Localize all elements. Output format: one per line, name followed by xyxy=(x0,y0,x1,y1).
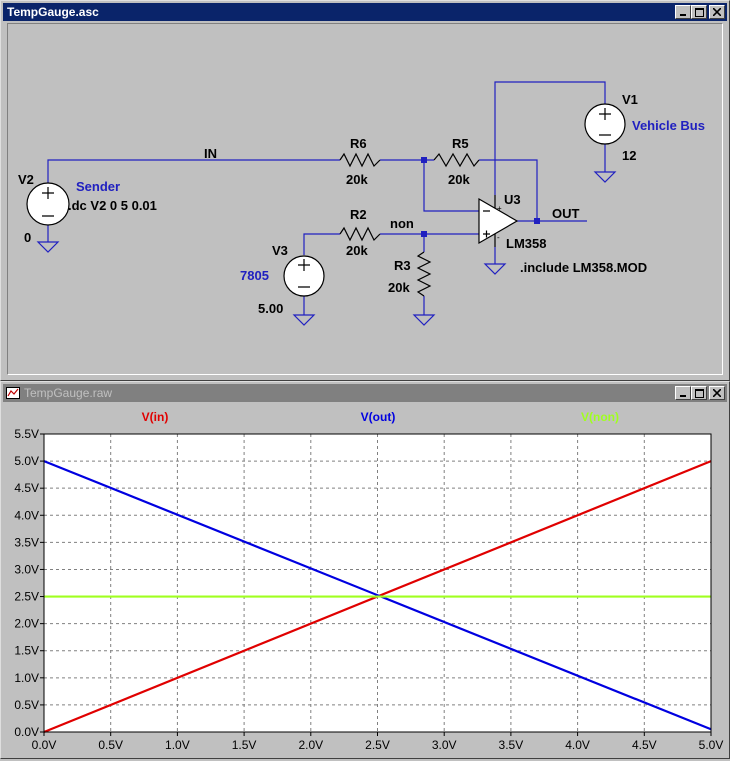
label-r2: R2 xyxy=(350,207,367,222)
schematic-canvas[interactable]: + - V2 .dc V2 0 5 0.01 0 IN R6 20k R5 20… xyxy=(7,23,723,375)
y-tick-label: 5.0V xyxy=(14,454,39,468)
legend-vout: V(out) xyxy=(361,410,396,424)
close-icon xyxy=(713,389,721,397)
svg-text:-: - xyxy=(497,233,500,242)
x-tick-label: 4.0V xyxy=(565,738,590,752)
label-include[interactable]: .include LM358.MOD xyxy=(520,260,647,275)
waveform-window: TempGauge.raw 0.0V 0.5V 1.0V 1.5V 2.0V 2.5V 3.… xyxy=(0,381,730,759)
resistor-r6[interactable] xyxy=(339,152,381,168)
maximize-button[interactable] xyxy=(691,5,707,19)
minimize-button[interactable] xyxy=(675,386,691,400)
minimize-icon xyxy=(680,14,686,16)
label-r3: R3 xyxy=(394,258,411,273)
label-r2-value: 20k xyxy=(346,243,368,258)
junction-dots xyxy=(421,157,540,237)
opamp-u3[interactable]: + - xyxy=(478,195,519,247)
resistor-r2[interactable] xyxy=(339,226,381,242)
schematic-window: TempGauge.asc xyxy=(0,0,730,381)
y-tick-label: 1.5V xyxy=(14,644,39,658)
label-lm358: LM358 xyxy=(506,236,546,251)
maximize-button[interactable] xyxy=(691,386,707,400)
close-icon xyxy=(713,8,721,16)
y-tick-label: 3.5V xyxy=(14,535,39,549)
schematic-title: TempGauge.asc xyxy=(7,5,99,19)
maximize-icon xyxy=(694,7,704,17)
ground-symbol xyxy=(412,314,436,326)
wires xyxy=(47,81,606,315)
label-v3: V3 xyxy=(272,243,288,258)
net-label-out[interactable]: OUT xyxy=(552,206,580,221)
close-button[interactable] xyxy=(709,5,725,19)
net-label-non[interactable]: non xyxy=(390,216,414,231)
y-tick-label: 2.0V xyxy=(14,617,39,631)
minimize-button[interactable] xyxy=(675,5,691,19)
x-tick-label: 2.5V xyxy=(365,738,390,752)
legend-vin: V(in) xyxy=(142,410,169,424)
label-v1-value: 12 xyxy=(622,148,636,163)
ground-symbol xyxy=(292,314,316,326)
label-vehicle-bus: Vehicle Bus xyxy=(632,118,705,133)
x-tick-label: 3.5V xyxy=(499,738,524,752)
resistor-r5[interactable] xyxy=(433,152,480,168)
waveform-app-icon xyxy=(5,385,21,401)
y-tick-label: 3.0V xyxy=(14,562,39,576)
y-tick-label: 0.5V xyxy=(14,698,39,712)
label-r6: R6 xyxy=(350,136,367,151)
minimize-icon xyxy=(680,395,686,397)
label-dc-command[interactable]: .dc V2 0 5 0.01 xyxy=(68,198,157,213)
x-tick-label: 0.0V xyxy=(32,738,57,752)
ground-symbol xyxy=(593,171,617,183)
waveform-titlebar[interactable]: TempGauge.raw xyxy=(3,384,727,402)
label-v2-value: 0 xyxy=(24,230,31,245)
y-tick-label: 5.5V xyxy=(14,427,39,441)
voltage-source-v1[interactable] xyxy=(584,103,626,145)
x-tick-label: 2.0V xyxy=(298,738,323,752)
net-label-in[interactable]: IN xyxy=(204,146,217,161)
label-r5: R5 xyxy=(452,136,469,151)
ground-symbol xyxy=(36,241,60,253)
x-tick-label: 5.0V xyxy=(699,738,724,752)
legend-vnon: V(non) xyxy=(581,410,619,424)
voltage-source-v3[interactable] xyxy=(283,255,325,297)
label-u3: U3 xyxy=(504,192,521,207)
maximize-icon xyxy=(694,388,704,398)
schematic-titlebar[interactable]: TempGauge.asc xyxy=(3,3,727,21)
label-r3-value: 20k xyxy=(388,280,410,295)
plot-frame xyxy=(43,433,712,733)
voltage-source-v2[interactable] xyxy=(26,182,70,226)
y-tick-label: 0.0V xyxy=(14,725,39,739)
x-tick-label: 4.5V xyxy=(632,738,657,752)
y-tick-label: 2.5V xyxy=(14,590,39,604)
x-tick-label: 1.5V xyxy=(232,738,257,752)
waveform-title: TempGauge.raw xyxy=(24,386,113,400)
label-7805: 7805 xyxy=(240,268,269,283)
label-sender: Sender xyxy=(76,179,120,194)
trace-vout xyxy=(43,460,712,731)
label-r5-value: 20k xyxy=(448,172,470,187)
waveform-viewer[interactable]: 0.0V 0.5V 1.0V 1.5V 2.0V 2.5V 3.0V 3.5V 4.0V 4.5V… xyxy=(3,404,727,756)
x-tick-label: 0.5V xyxy=(98,738,123,752)
ground-symbol xyxy=(483,263,507,275)
x-tick-label: 3.0V xyxy=(432,738,457,752)
label-v3-value: 5.00 xyxy=(258,301,283,316)
label-r6-value: 20k xyxy=(346,172,368,187)
label-v2: V2 xyxy=(18,172,34,187)
close-button[interactable] xyxy=(709,386,725,400)
svg-text:+: + xyxy=(497,204,502,213)
y-tick-label: 4.5V xyxy=(14,481,39,495)
y-tick-label: 4.0V xyxy=(14,508,39,522)
waveform-plot[interactable]: 0.0V 0.5V 1.0V 1.5V 2.0V 2.5V 3.0V 3.5V 4.0V 4.5V… xyxy=(3,404,727,756)
label-v1: V1 xyxy=(622,92,638,107)
y-tick-label: 1.0V xyxy=(14,671,39,685)
resistor-r3[interactable] xyxy=(416,251,432,297)
x-tick-label: 1.0V xyxy=(165,738,190,752)
